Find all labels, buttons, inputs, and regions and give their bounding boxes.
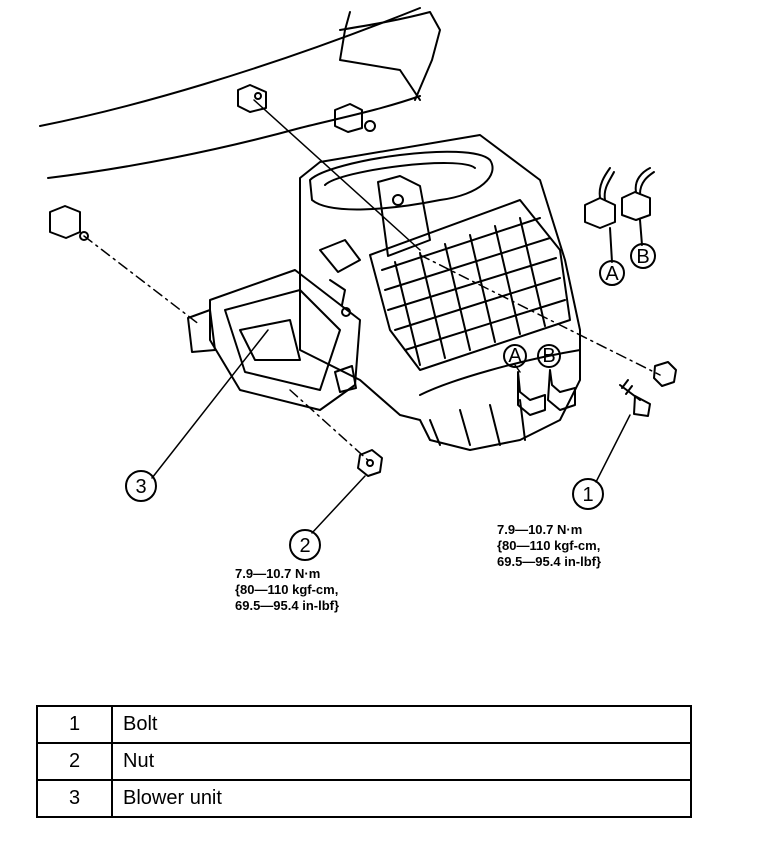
part-name: Blower unit xyxy=(111,779,692,818)
torque-line: 69.5—95.4 in-lbf} xyxy=(497,554,602,569)
part-number: 3 xyxy=(36,779,113,818)
clip-top-right xyxy=(334,103,376,133)
torque-spec-bolt: 7.9—10.7 N·m {80—110 kgf-cm, 69.5—95.4 i… xyxy=(497,522,601,570)
callout-3-number: 3 xyxy=(135,476,146,498)
connector-label-a-top-text: A xyxy=(605,263,619,285)
part-number: 2 xyxy=(36,742,113,781)
air-duct xyxy=(187,269,361,411)
blower-housing xyxy=(299,134,581,451)
part-number: 1 xyxy=(36,705,113,744)
table-row: 1 Bolt xyxy=(36,705,692,744)
connector-label-b-top: B xyxy=(630,243,656,269)
callout-3: 3 xyxy=(125,470,157,502)
table-row: 2 Nut xyxy=(36,742,692,781)
housing-connector-a-b xyxy=(517,369,576,416)
parts-legend-table: 1 Bolt 2 Nut 3 Blower unit xyxy=(36,705,692,818)
part-name: Nut xyxy=(111,742,692,781)
bolt-1 xyxy=(619,379,651,417)
callout-2-number: 2 xyxy=(299,535,310,557)
harness-connector-b xyxy=(621,167,655,246)
table-row: 3 Blower unit xyxy=(36,779,692,818)
harness-connector-a xyxy=(584,167,616,263)
housing-connector xyxy=(319,239,361,317)
connector-label-b-housing: B xyxy=(537,344,561,368)
torque-line: {80—110 kgf-cm, xyxy=(235,582,339,597)
torque-line: 7.9—10.7 N·m xyxy=(235,566,321,581)
callout-2: 2 xyxy=(289,529,321,561)
leader-lines xyxy=(83,99,661,534)
blower-unit-diagram: 1 2 3 A B A B xyxy=(39,7,677,561)
connector-label-a-housing-text: A xyxy=(508,345,522,367)
nut-2 xyxy=(357,449,383,477)
clip-top-left xyxy=(237,84,267,113)
callout-1-number: 1 xyxy=(582,484,593,506)
nut-right xyxy=(653,361,677,387)
torque-line: 7.9—10.7 N·m xyxy=(497,522,583,537)
dashboard-panel xyxy=(39,7,441,179)
connector-label-b-top-text: B xyxy=(636,246,649,268)
connector-label-b-housing-text: B xyxy=(542,345,555,367)
connector-label-a-top: A xyxy=(599,260,625,286)
torque-line: 69.5—95.4 in-lbf} xyxy=(235,598,340,613)
part-name: Bolt xyxy=(111,705,692,744)
torque-line: {80—110 kgf-cm, xyxy=(497,538,601,553)
torque-spec-nut: 7.9—10.7 N·m {80—110 kgf-cm, 69.5—95.4 i… xyxy=(235,566,339,614)
clip-left xyxy=(49,205,89,241)
callout-1: 1 xyxy=(572,478,604,510)
connector-label-a-housing: A xyxy=(503,344,527,368)
